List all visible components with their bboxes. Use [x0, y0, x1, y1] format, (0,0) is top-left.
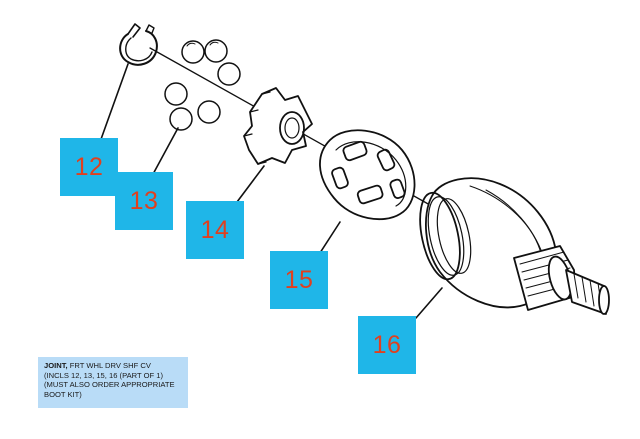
note-line-4: BOOT KIT): [44, 389, 82, 399]
leader-line-13: [151, 127, 179, 177]
leader-line-12: [99, 63, 129, 143]
leader-line-14: [233, 165, 265, 207]
note-title-rest: FRT WHL DRV SHF CV: [67, 361, 151, 370]
callout-13: 13: [115, 172, 173, 230]
callout-14: 14: [186, 201, 244, 259]
snap-ring-icon: [119, 23, 158, 66]
note-line-3: (MUST ALSO ORDER APPROPRIATE: [44, 380, 175, 390]
callout-16: 16: [358, 316, 416, 374]
cv-joint-housing-icon: [419, 177, 610, 315]
note-title-line: JOINT, FRT WHL DRV SHF CV: [44, 361, 182, 371]
leader-line-16: [415, 287, 443, 319]
leader-line-15: [317, 221, 341, 257]
callout-15: 15: [270, 251, 328, 309]
note-title: JOINT,: [44, 361, 68, 370]
inner-race-icon: [243, 87, 313, 165]
ball-cage-icon: [319, 129, 416, 221]
callout-12: 12: [60, 138, 118, 196]
ball-bearing-icon: [164, 39, 241, 131]
part-description-note: JOINT, FRT WHL DRV SHF CV (INCLS 12, 13,…: [38, 357, 188, 408]
note-line-2: (INCLS 12, 13, 15, 16 (PART OF 1): [44, 370, 164, 380]
